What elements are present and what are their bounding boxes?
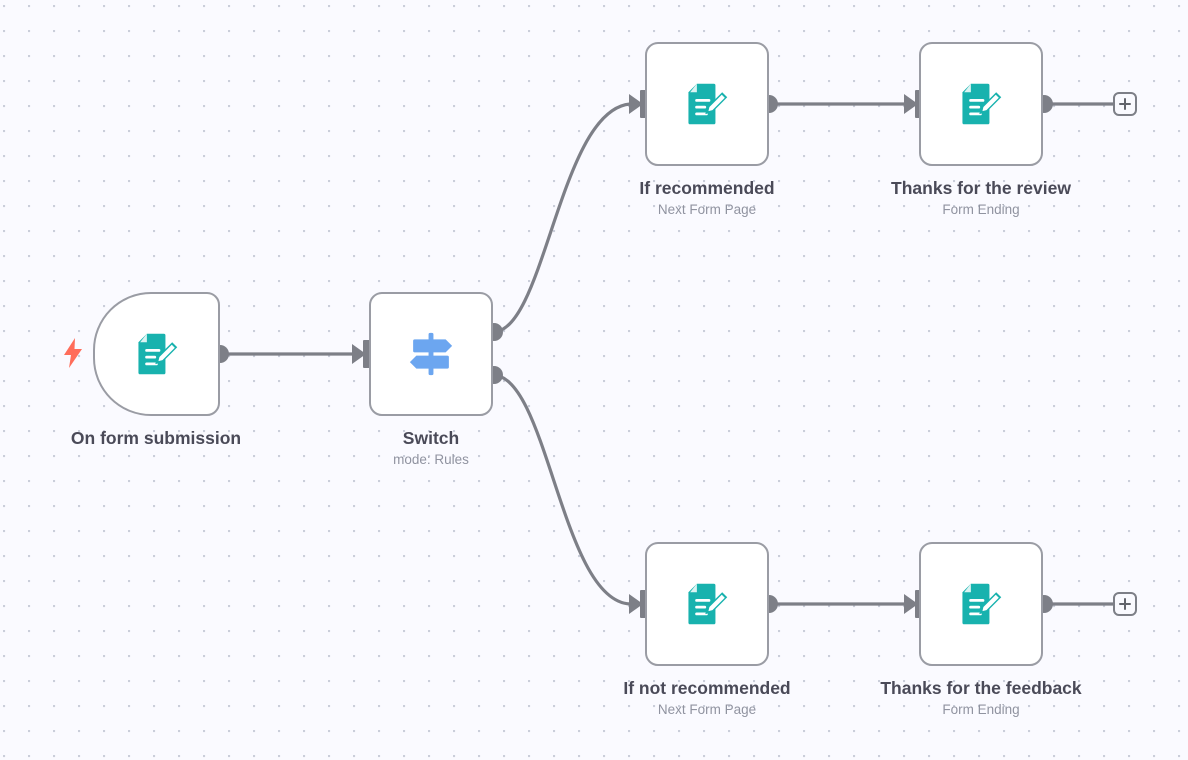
form-document-pencil-icon bbox=[954, 577, 1008, 631]
form-document-pencil-icon bbox=[680, 77, 734, 131]
node-label-thanks-for-the-feedback: Thanks for the feedback Form Ending bbox=[861, 678, 1101, 718]
plus-icon-vertical bbox=[1123, 598, 1127, 610]
node-subtitle: Next Form Page bbox=[657, 201, 757, 217]
node-label-on-form-submission: On form submission bbox=[36, 428, 276, 452]
form-document-pencil-icon bbox=[954, 77, 1008, 131]
node-subtitle: Next Form Page bbox=[657, 701, 757, 717]
node-title: Thanks for the feedback bbox=[880, 678, 1082, 698]
node-subtitle: mode: Rules bbox=[393, 451, 469, 467]
edge-switch-to-if-not-recommended bbox=[492, 373, 632, 606]
node-on-form-submission[interactable] bbox=[93, 292, 220, 416]
node-label-if-recommended: If recommended Next Form Page bbox=[587, 178, 827, 218]
node-title: On form submission bbox=[70, 428, 242, 448]
node-subtitle: Form Ending bbox=[942, 201, 1020, 217]
plus-icon-vertical bbox=[1123, 98, 1127, 110]
node-if-recommended[interactable] bbox=[645, 42, 769, 166]
node-title: If not recommended bbox=[623, 678, 791, 698]
add-node-button-bottom[interactable] bbox=[1113, 592, 1137, 616]
node-label-switch: Switch mode: Rules bbox=[331, 428, 531, 468]
edge-switch-to-if-recommended bbox=[492, 102, 632, 334]
node-subtitle: Form Ending bbox=[942, 701, 1020, 717]
node-title: Thanks for the review bbox=[891, 178, 1071, 198]
node-switch[interactable] bbox=[369, 292, 493, 416]
add-node-button-top[interactable] bbox=[1113, 92, 1137, 116]
trigger-bolt-icon bbox=[62, 338, 84, 368]
node-title: If recommended bbox=[639, 178, 775, 198]
node-title: Switch bbox=[402, 428, 460, 448]
form-document-pencil-icon bbox=[130, 327, 184, 381]
node-thanks-for-the-feedback[interactable] bbox=[919, 542, 1043, 666]
signpost-icon bbox=[405, 328, 457, 380]
node-label-if-not-recommended: If not recommended Next Form Page bbox=[587, 678, 827, 718]
node-if-not-recommended[interactable] bbox=[645, 542, 769, 666]
node-thanks-for-the-review[interactable] bbox=[919, 42, 1043, 166]
form-document-pencil-icon bbox=[680, 577, 734, 631]
node-label-thanks-for-the-review: Thanks for the review Form Ending bbox=[861, 178, 1101, 218]
